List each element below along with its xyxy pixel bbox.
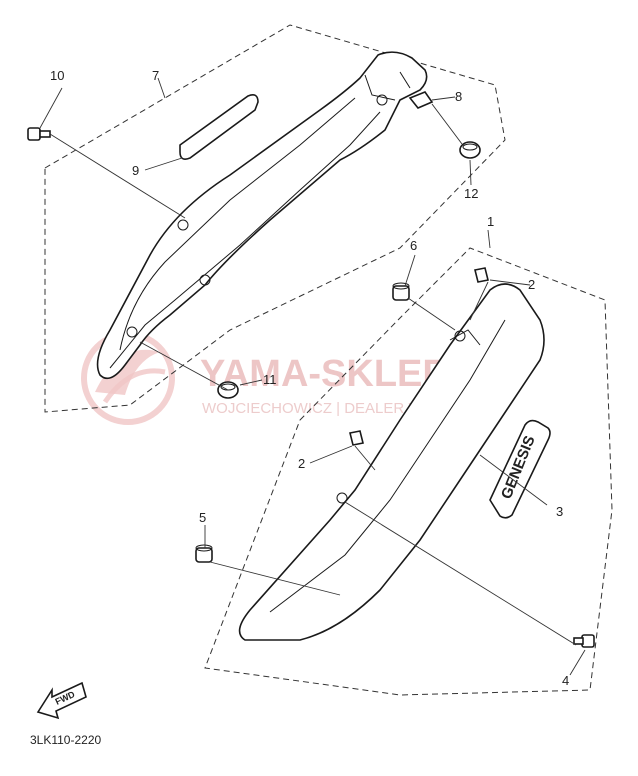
- trim-strip-part-9: [179, 94, 259, 160]
- grommet-part-6: [392, 282, 410, 301]
- callout-5: 5: [199, 510, 206, 525]
- callout-9: 9: [132, 163, 139, 178]
- callout-2-lower: 2: [298, 456, 305, 471]
- callout-10: 10: [50, 68, 64, 83]
- side-cover-part-1: [238, 283, 545, 641]
- lower-group-boundary: [204, 247, 613, 696]
- leader-lines: [39, 77, 586, 676]
- clip-part-2-upper: [474, 267, 489, 283]
- upper-group-boundary: [44, 24, 506, 413]
- grommet-part-5: [195, 544, 213, 563]
- callout-12: 12: [464, 186, 478, 201]
- callout-11: 11: [263, 372, 277, 387]
- part-code: 3LK110-2220: [30, 733, 102, 747]
- bolt-part-4: [573, 634, 595, 648]
- callout-1: 1: [487, 214, 494, 229]
- forward-arrow-icon: FWD: [36, 681, 87, 720]
- grommet-part-12: [459, 141, 481, 159]
- callout-7: 7: [152, 68, 159, 83]
- callout-6: 6: [410, 238, 417, 253]
- callout-8: 8: [455, 89, 462, 104]
- callout-3: 3: [556, 504, 563, 519]
- callout-2-upper: 2: [528, 277, 535, 292]
- callout-labels: 1 2 2 3 4 5 6 7 8 9 10 11 12: [50, 68, 569, 688]
- rear-rail-part-7: [96, 51, 428, 380]
- bolt-part-10: [27, 127, 51, 141]
- clip-part-8: [408, 91, 434, 109]
- watermark-subtitle: WOJCIECHOWICZ | DEALER YAMAHA: [202, 400, 470, 417]
- clip-part-2-lower: [349, 430, 364, 446]
- callout-4: 4: [562, 673, 569, 688]
